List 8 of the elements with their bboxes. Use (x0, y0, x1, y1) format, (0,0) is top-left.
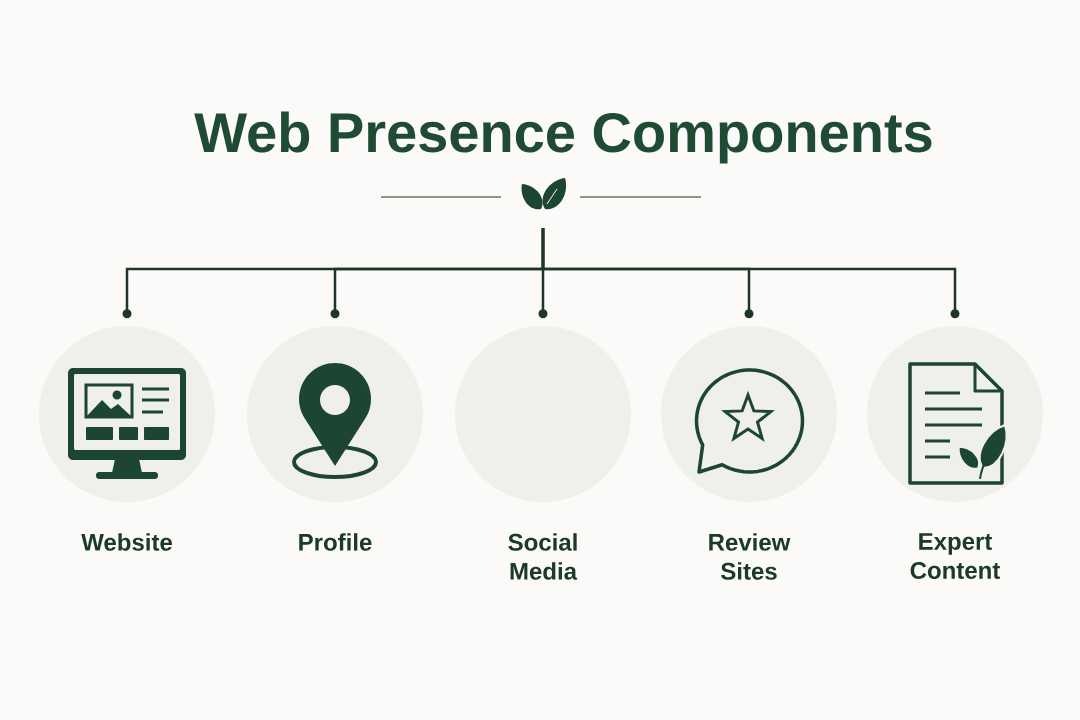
title: Web Presence Components (194, 111, 932, 164)
component-label: Website (81, 533, 172, 551)
connector-line (541, 228, 960, 319)
component-label: Profile (299, 533, 372, 551)
component-label: Expert Content (910, 533, 1001, 579)
sprout-icon (521, 178, 567, 210)
component-label: Social Media (508, 533, 578, 580)
component-label: Review Sites (709, 533, 791, 580)
